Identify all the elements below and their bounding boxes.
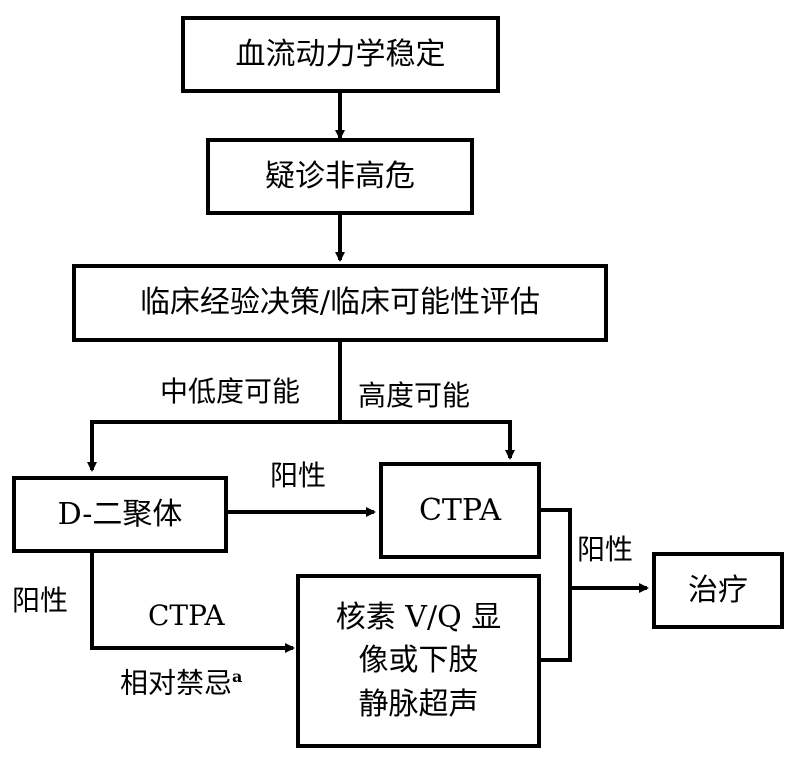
node-suspected-non-high-risk: 疑诊非高危 bbox=[206, 138, 474, 215]
label-ctpa-contraindication-2: 相对禁忌a bbox=[120, 669, 242, 697]
node-clinical-assessment: 临床经验决策/临床可能性评估 bbox=[72, 264, 608, 342]
label-high-probability: 高度可能 bbox=[358, 379, 471, 412]
node-hemodynamic-stable: 血流动力学稳定 bbox=[181, 16, 500, 93]
label-ctpa-contraindication-1: CTPA bbox=[148, 599, 225, 632]
node-d-dimer: D-二聚体 bbox=[12, 476, 228, 553]
footnote-marker: a bbox=[232, 667, 243, 686]
label-dimer-positive-left: 阳性 bbox=[12, 584, 69, 617]
node-treatment: 治疗 bbox=[652, 552, 784, 629]
label-positive-to-treatment: 阳性 bbox=[577, 533, 634, 566]
label-ctpa-contraindication-text: 相对禁忌 bbox=[120, 666, 233, 700]
node-ctpa: CTPA bbox=[379, 462, 541, 559]
label-low-mid-probability: 中低度可能 bbox=[160, 375, 301, 408]
label-dimer-positive: 阳性 bbox=[270, 459, 327, 492]
node-vq-or-ultrasound: 核素 V/Q 显 像或下肢 静脉超声 bbox=[296, 574, 541, 748]
